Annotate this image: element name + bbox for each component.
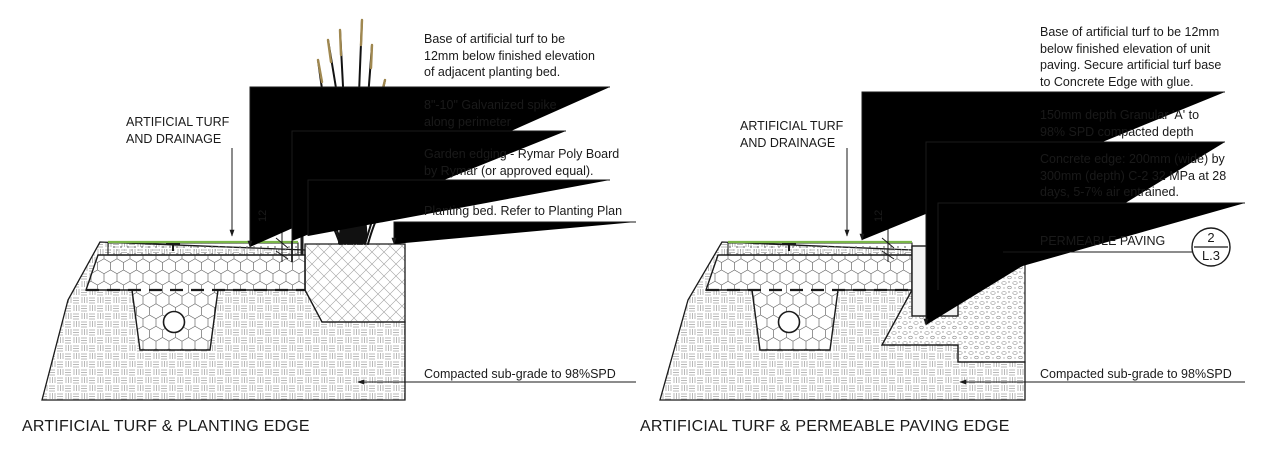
left-detail-section bbox=[41, 18, 636, 401]
right-note-permeable-paving: PERMEABLE PAVING bbox=[1040, 234, 1166, 248]
right-dimension-label: 12 bbox=[873, 209, 885, 222]
left-drain-pipe bbox=[162, 310, 186, 334]
right-note-turf-base: Base of artificial turf to be 12mm below… bbox=[1040, 25, 1222, 89]
left-turf-drainage-label: ARTIFICIAL TURF AND DRAINAGE bbox=[126, 115, 230, 146]
left-leader-edging bbox=[307, 179, 610, 236]
right-dimension-12 bbox=[881, 228, 895, 262]
left-dimension-12 bbox=[275, 228, 289, 262]
left-note-subgrade: Compacted sub-grade to 98%SPD bbox=[424, 367, 616, 381]
left-note-turf-base: Base of artificial turf to be 12mm below… bbox=[424, 32, 595, 79]
left-leader-planting bbox=[391, 221, 636, 245]
detail-reference-number: 2 bbox=[1207, 230, 1215, 245]
right-turf-drainage-label: ARTIFICIAL TURF AND DRAINAGE bbox=[740, 119, 844, 150]
right-detail-section bbox=[659, 91, 1245, 401]
left-note-garden-edging: Garden edging - Rymar Poly Board by Ryma… bbox=[424, 147, 620, 178]
left-planting-bed bbox=[304, 243, 406, 323]
right-note-granular-a: 150mm depth Granular 'A' to 98% SPD comp… bbox=[1040, 108, 1200, 139]
left-dimension-label: 12 bbox=[257, 209, 269, 222]
right-turf-spike-mark bbox=[782, 243, 796, 251]
left-note-planting-bed: Planting bed. Refer to Planting Plan bbox=[424, 204, 623, 218]
right-note-concrete-edge: Concrete edge: 200mm (wide) by 300mm (de… bbox=[1040, 152, 1227, 199]
left-note-galvanized-spike: 8"-10" Galvanized spike along perimeter bbox=[424, 98, 557, 129]
right-detail-title: ARTIFICIAL TURF & PERMEABLE PAVING EDGE bbox=[640, 418, 1010, 435]
left-turf-base bbox=[107, 242, 299, 256]
right-drain-pipe bbox=[777, 310, 801, 334]
left-detail-title: ARTIFICIAL TURF & PLANTING EDGE bbox=[22, 418, 310, 435]
right-leader-concrete bbox=[937, 202, 1245, 290]
right-note-subgrade: Compacted sub-grade to 98%SPD bbox=[1040, 367, 1232, 381]
left-turf-spike-mark bbox=[166, 243, 180, 251]
detail-reference-sheet: L.3 bbox=[1201, 248, 1221, 263]
